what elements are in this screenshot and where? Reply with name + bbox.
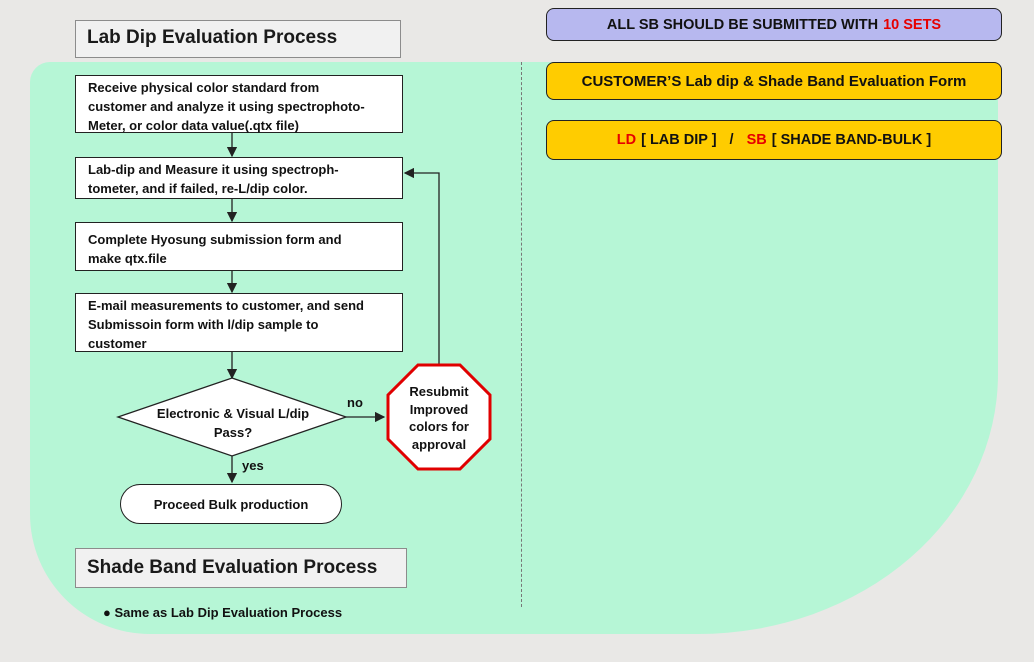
form-title-text: CUSTOMER’S Lab dip & Shade Band Evaluati…	[581, 72, 967, 90]
shade-band-bullet: ● Same as Lab Dip Evaluation Process	[103, 605, 342, 620]
loop-back-arrow	[403, 167, 440, 365]
legend-sb-desc: [ SHADE BAND-BULK ]	[771, 132, 932, 148]
resubmit-stop-shape	[386, 363, 492, 471]
shade-band-title: Shade Band Evaluation Process	[75, 548, 407, 588]
step-email-measurements: E-mail measurements to customer, and sen…	[75, 293, 403, 352]
resubmit-line: approval	[411, 436, 467, 452]
banner-prefix: ALL SB SHOULD BE SUBMITTED WITH	[606, 16, 879, 33]
step-complete-form: Complete Hyosung submission form and mak…	[75, 222, 403, 271]
lab-dip-title: Lab Dip Evaluation Process	[75, 20, 401, 58]
decision-text: Electronic & Visual L/dip Pass?	[138, 404, 328, 442]
resubmit-line: colors for	[409, 419, 469, 434]
form-title-banner: CUSTOMER’S Lab dip & Shade Band Evaluati…	[546, 62, 1002, 100]
submission-sets-banner: ALL SB SHOULD BE SUBMITTED WITH 10 SETS	[546, 8, 1002, 41]
no-label: no	[347, 395, 363, 410]
legend-separator: /	[729, 132, 734, 148]
legend-ld-desc: [ LAB DIP ]	[641, 132, 717, 148]
resubmit-text: Resubmit Improved colors for approval	[390, 383, 488, 453]
decision-diamond	[115, 377, 349, 457]
decision-line2: Pass?	[213, 425, 253, 440]
proceed-bulk-terminal: Proceed Bulk production	[120, 484, 342, 524]
legend-ld: LD	[616, 132, 637, 148]
step-receive-standard: Receive physical color standard from cus…	[75, 75, 403, 133]
resubmit-line: Improved	[409, 401, 469, 417]
step-lab-dip-measure: Lab-dip and Measure it using spectroph- …	[75, 157, 403, 199]
legend-banner: LD [ LAB DIP ] / SB [ SHADE BAND-BULK ]	[546, 120, 1002, 160]
bullet-icon: ●	[103, 605, 111, 620]
banner-highlight: 10 SETS	[883, 16, 942, 33]
resubmit-line: Resubmit	[409, 384, 469, 399]
proceed-text: Proceed Bulk production	[153, 496, 309, 512]
bullet-text: Same as Lab Dip Evaluation Process	[114, 605, 343, 620]
dashed-divider	[521, 62, 522, 607]
legend-sb: SB	[746, 132, 767, 148]
decision-line1: Electronic & Visual L/dip	[156, 406, 310, 421]
yes-label: yes	[242, 458, 264, 473]
